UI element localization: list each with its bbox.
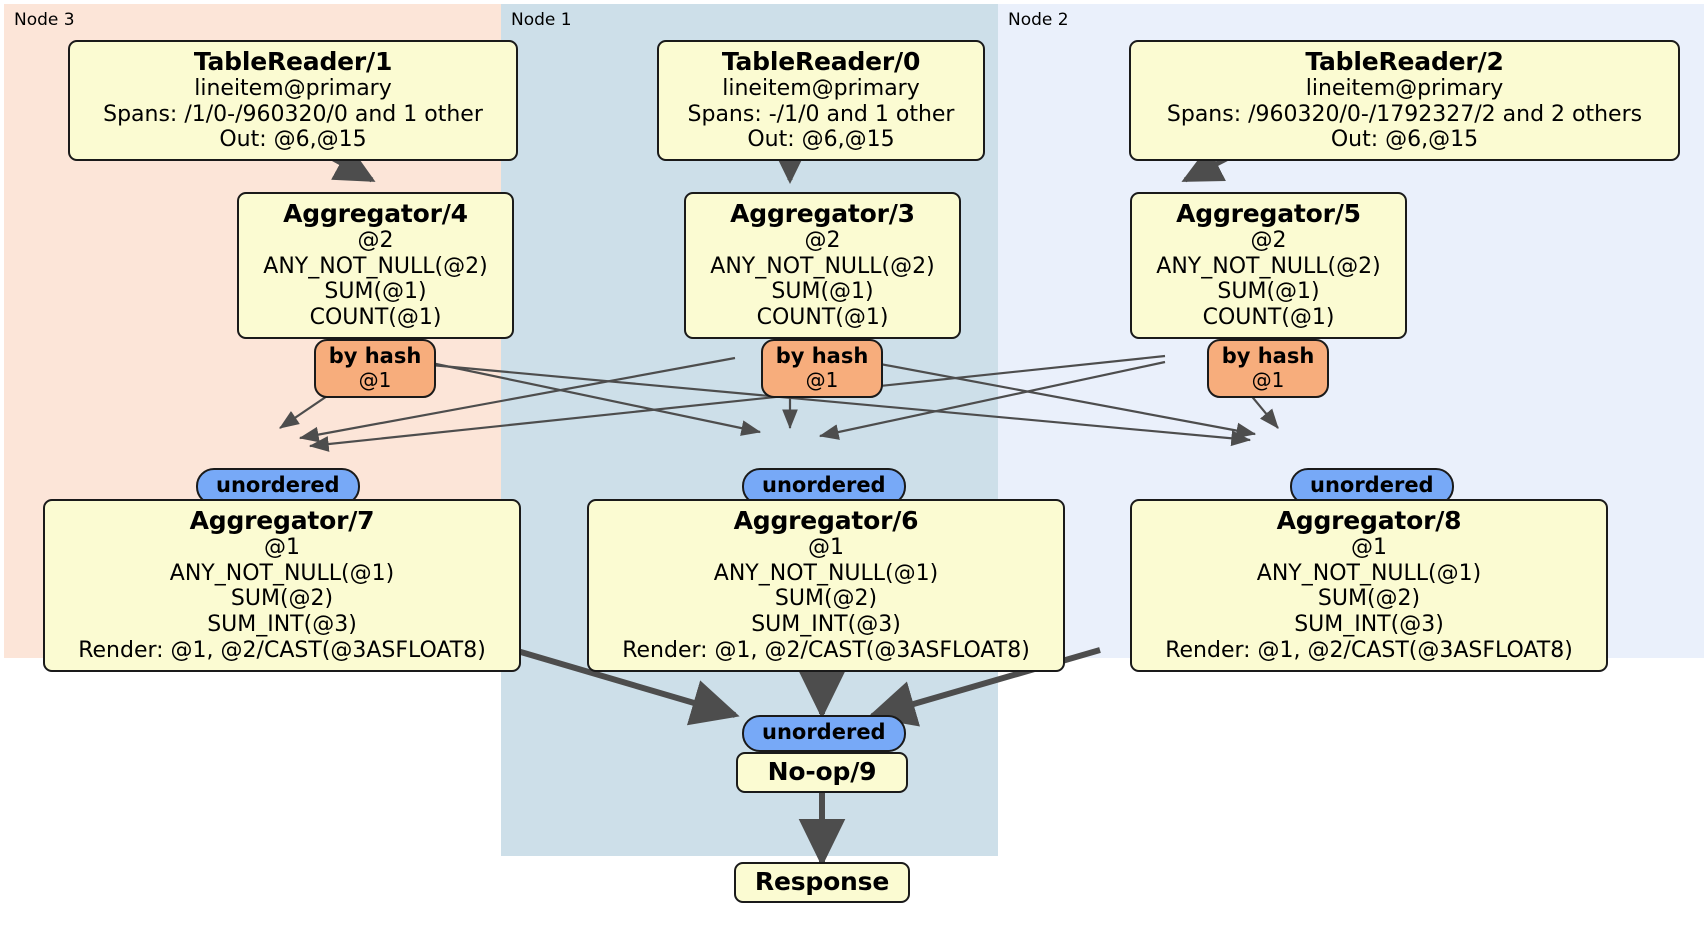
processor-line: ANY_NOT_NULL(@1)	[169, 560, 395, 586]
router-unordered-left[interactable]: unordered	[196, 468, 360, 505]
processor-line: SUM_INT(@3)	[207, 612, 357, 638]
processor-title: Aggregator/8	[1276, 506, 1462, 535]
panel-node-2-label: Node 2	[1008, 10, 1069, 30]
processor-line: Out: @6,@15	[219, 127, 367, 153]
processor-line: lineitem@primary	[194, 76, 392, 101]
router-column-label: @1	[358, 367, 392, 392]
processor-line: @2	[1250, 228, 1287, 253]
processor-aggregator-8[interactable]: Aggregator/8 @1 ANY_NOT_NULL(@1) SUM(@2)…	[1130, 499, 1608, 672]
processor-response[interactable]: Response	[734, 862, 910, 903]
processor-line: lineitem@primary	[722, 76, 920, 101]
processor-line: @2	[357, 228, 394, 253]
processor-table-reader-0[interactable]: TableReader/0 lineitem@primary Spans: -/…	[657, 40, 985, 162]
processor-line: Spans: /960320/0-/1792327/2 and 2 others	[1166, 101, 1643, 127]
processor-line: ANY_NOT_NULL(@2)	[263, 253, 488, 279]
processor-line: SUM(@2)	[774, 586, 878, 612]
processor-aggregator-5[interactable]: Aggregator/5 @2 ANY_NOT_NULL(@2) SUM(@1)…	[1130, 192, 1407, 339]
processor-line: Spans: -/1/0 and 1 other	[687, 101, 955, 127]
router-type-label: by hash	[1221, 344, 1315, 368]
processor-title: TableReader/2	[1305, 47, 1504, 76]
panel-node-3-label: Node 3	[14, 10, 75, 30]
processor-line: @1	[264, 535, 300, 560]
processor-title: Aggregator/4	[283, 199, 468, 228]
processor-aggregator-4[interactable]: Aggregator/4 @2 ANY_NOT_NULL(@2) SUM(@1)…	[237, 192, 514, 339]
processor-line: SUM_INT(@3)	[751, 612, 901, 638]
processor-line: ANY_NOT_NULL(@2)	[1156, 253, 1381, 279]
processor-line: @1	[808, 535, 844, 560]
router-column-label: @1	[1251, 367, 1285, 392]
processor-line: @2	[804, 228, 841, 253]
processor-line: Spans: /1/0-/960320/0 and 1 other	[103, 101, 483, 127]
processor-line: SUM(@2)	[230, 586, 334, 612]
router-by-hash-right[interactable]: by hash @1	[1207, 339, 1329, 398]
panel-node-1-label: Node 1	[511, 10, 572, 30]
processor-line: SUM(@1)	[324, 279, 427, 305]
processor-line: Render: @1, @2/CAST(@3ASFLOAT8)	[1165, 637, 1573, 663]
processor-line: ANY_NOT_NULL(@1)	[1256, 560, 1482, 586]
processor-line: COUNT(@1)	[309, 305, 442, 331]
processor-title: Aggregator/5	[1176, 199, 1361, 228]
processor-title: TableReader/0	[721, 47, 921, 76]
processor-line: @1	[1351, 535, 1387, 560]
processor-line: COUNT(@1)	[756, 305, 889, 331]
processor-line: Render: @1, @2/CAST(@3ASFLOAT8)	[622, 637, 1030, 663]
processor-aggregator-3[interactable]: Aggregator/3 @2 ANY_NOT_NULL(@2) SUM(@1)…	[684, 192, 961, 339]
processor-aggregator-7[interactable]: Aggregator/7 @1 ANY_NOT_NULL(@1) SUM(@2)…	[43, 499, 521, 672]
router-column-label: @1	[805, 367, 839, 392]
router-by-hash-center[interactable]: by hash @1	[761, 339, 883, 398]
processor-line: ANY_NOT_NULL(@2)	[710, 253, 935, 279]
processor-aggregator-6[interactable]: Aggregator/6 @1 ANY_NOT_NULL(@1) SUM(@2)…	[587, 499, 1065, 672]
processor-title: Aggregator/7	[189, 506, 375, 535]
router-unordered-final[interactable]: unordered	[742, 715, 906, 752]
processor-no-op-9[interactable]: No-op/9	[736, 752, 908, 793]
processor-table-reader-2[interactable]: TableReader/2 lineitem@primary Spans: /9…	[1129, 40, 1680, 162]
router-type-label: by hash	[328, 344, 422, 368]
processor-title: No-op/9	[767, 757, 877, 786]
processor-line: Out: @6,@15	[1330, 127, 1479, 153]
router-by-hash-left[interactable]: by hash @1	[314, 339, 436, 398]
processor-line: SUM(@2)	[1317, 586, 1421, 612]
processor-line: SUM(@1)	[771, 279, 874, 305]
processor-line: COUNT(@1)	[1202, 305, 1335, 331]
router-type-label: by hash	[775, 344, 869, 368]
processor-line: SUM_INT(@3)	[1294, 612, 1444, 638]
processor-line: SUM(@1)	[1217, 279, 1320, 305]
processor-title: Aggregator/6	[733, 506, 919, 535]
processor-line: lineitem@primary	[1305, 76, 1504, 101]
processor-line: Out: @6,@15	[747, 127, 895, 153]
processor-title: Response	[754, 867, 890, 896]
processor-table-reader-1[interactable]: TableReader/1 lineitem@primary Spans: /1…	[68, 40, 518, 162]
processor-title: TableReader/1	[193, 47, 393, 76]
router-unordered-center[interactable]: unordered	[742, 468, 906, 505]
processor-line: ANY_NOT_NULL(@1)	[713, 560, 939, 586]
processor-line: Render: @1, @2/CAST(@3ASFLOAT8)	[78, 637, 486, 663]
processor-title: Aggregator/3	[730, 199, 915, 228]
